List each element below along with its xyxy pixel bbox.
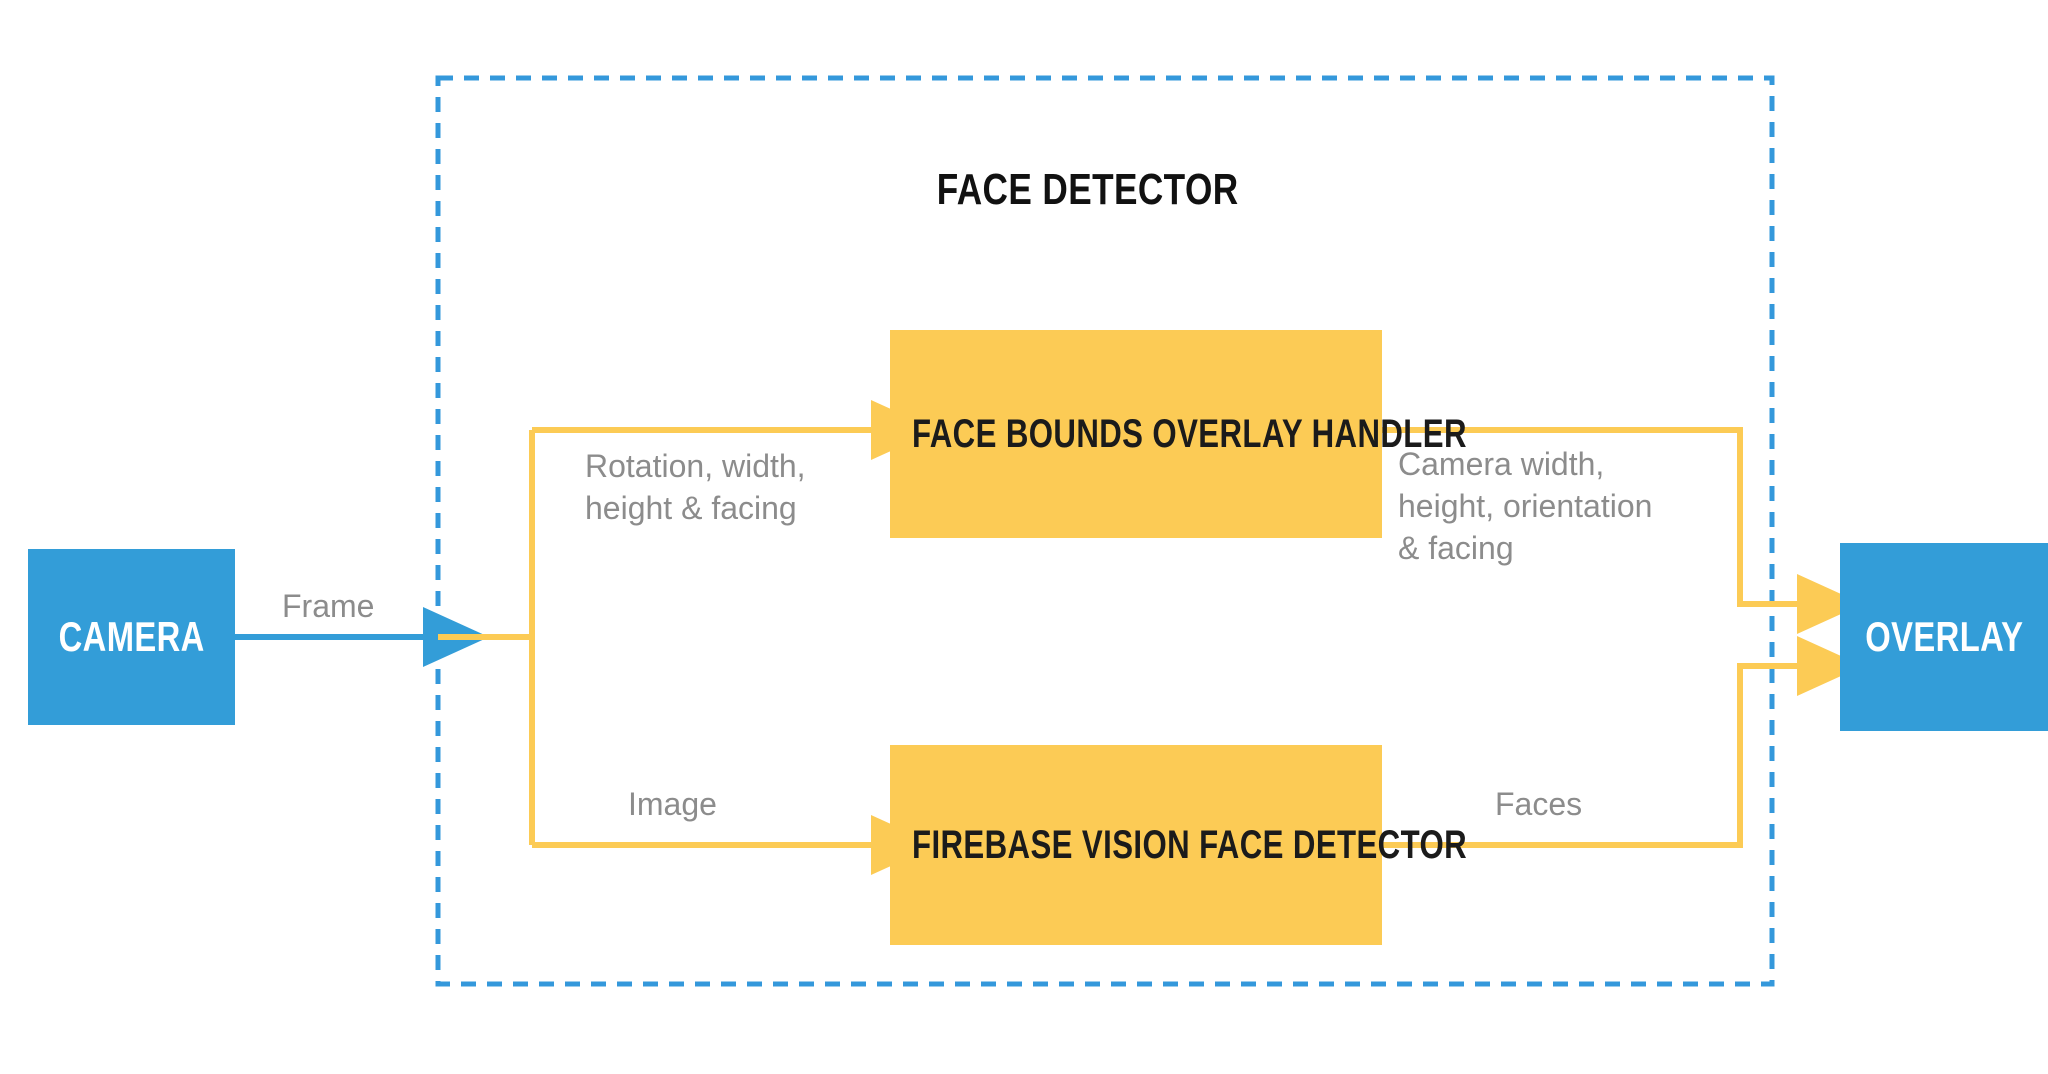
- node-firebase-vision-face-detector-label: FIREBASE VISION FACE DETECTOR: [912, 822, 1468, 867]
- edge-faces-line: [1382, 636, 1863, 848]
- edge-label-image: Image: [628, 786, 717, 822]
- edge-label-faces: Faces: [1495, 786, 1583, 822]
- node-camera[interactable]: CAMERA: [28, 549, 235, 725]
- node-firebase-vision-face-detector[interactable]: FIREBASE VISION FACE DETECTOR: [890, 745, 1467, 945]
- edge-label-camera-width-height-orientation-facing: Camera width, height, orientation & faci…: [1398, 446, 1653, 567]
- node-overlay[interactable]: OVERLAY: [1840, 543, 2048, 731]
- edge-label-rotation-width-height-facing: Rotation, width, height & facing: [585, 448, 806, 527]
- node-camera-label: CAMERA: [58, 613, 205, 660]
- node-face-bounds-overlay-handler-label: FACE BOUNDS OVERLAY HANDLER: [912, 411, 1467, 456]
- node-overlay-label: OVERLAY: [1864, 613, 2024, 660]
- node-face-bounds-overlay-handler[interactable]: FACE BOUNDS OVERLAY HANDLER: [890, 330, 1466, 538]
- edge-camera-width-height-orientation-facing-line: [1382, 427, 1863, 634]
- face-detector-group-title: FACE DETECTOR: [438, 165, 1738, 215]
- edge-label-frame: Frame: [282, 588, 375, 624]
- face-detector-group-title-text: FACE DETECTOR: [937, 165, 1239, 214]
